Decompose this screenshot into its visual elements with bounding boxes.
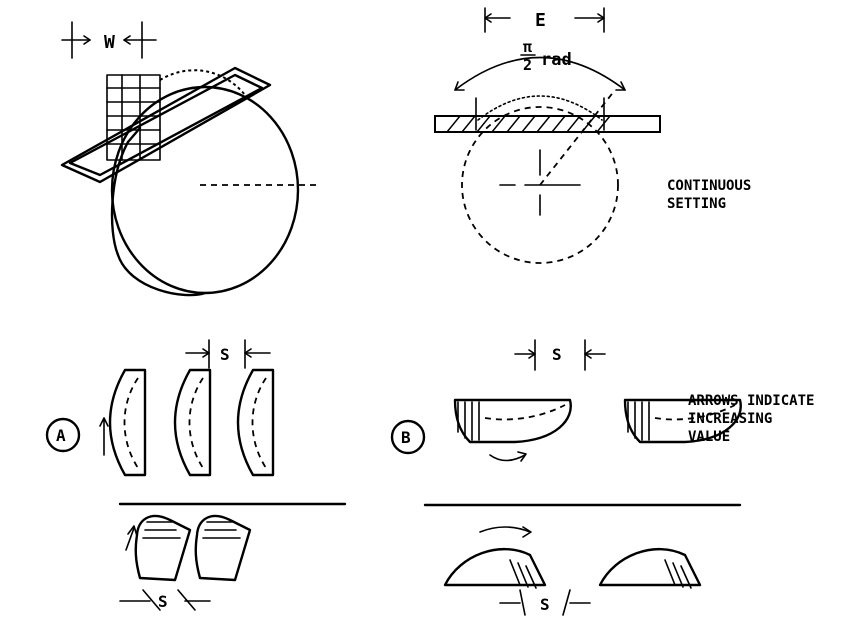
- angle-unit: rad: [541, 50, 572, 70]
- angle-numerator: π: [523, 38, 532, 56]
- angle-denominator: 2: [523, 56, 532, 74]
- panel-a-spacing-bottom: S: [158, 592, 168, 611]
- wheel-serrations: [106, 74, 161, 161]
- thumbwheel-segment-2: [194, 514, 252, 582]
- panel-cutaway: [434, 115, 661, 133]
- curved-arrow-icon: [127, 525, 138, 537]
- panel-a-marker: [45, 417, 81, 453]
- angle-arc: [454, 56, 626, 91]
- panel-b-marker-label: B: [401, 428, 411, 447]
- half-wheel-3: [236, 368, 275, 477]
- half-wheel-1: [108, 368, 147, 477]
- serrated-top: [477, 95, 603, 121]
- wheel-rim: [110, 140, 207, 297]
- half-wheel-2: [173, 368, 212, 477]
- panel-a-marker-label: A: [56, 426, 66, 445]
- bezel-frame: [60, 66, 272, 184]
- length-label: E: [535, 10, 546, 31]
- continuous-setting-figure: E π 2 rad CONTINUOUS SETTING: [434, 7, 751, 264]
- horizontal-wheel-2: [623, 398, 742, 444]
- panel-b-spacing-bottom: S: [540, 595, 550, 614]
- horizontal-wheel-1: [453, 398, 572, 444]
- panel-b-marker: [390, 419, 426, 455]
- curved-segment-2: [598, 547, 702, 589]
- panel-b-caption-line1: ARROWS INDICATE: [688, 393, 814, 409]
- panel-b-caption-line2: INCREASING: [688, 411, 772, 427]
- continuous-caption-line2: SETTING: [667, 196, 726, 212]
- increase-arrow-icon: [479, 526, 531, 533]
- thumbwheel-segment-1: [134, 514, 192, 582]
- up-arrow-icon: [99, 417, 109, 427]
- setting-wheel: [461, 106, 619, 264]
- panel-b-spacing-top: S: [552, 345, 562, 364]
- panel-b: B S ARROWS INDICATE INCREASING VALUE: [390, 339, 814, 616]
- width-label: W: [104, 32, 115, 53]
- panel-a: A S: [45, 339, 347, 611]
- thumbwheel-figure: W: [60, 21, 318, 297]
- curved-segment-1: [443, 547, 547, 589]
- width-dimension: [61, 21, 157, 59]
- continuous-caption-line1: CONTINUOUS: [667, 178, 751, 194]
- panel-a-spacing-top: S: [220, 345, 230, 364]
- rotation-arrow-icon: [489, 454, 526, 462]
- wheel-top-dotted: [159, 69, 246, 96]
- panel-b-caption-line3: VALUE: [688, 429, 730, 445]
